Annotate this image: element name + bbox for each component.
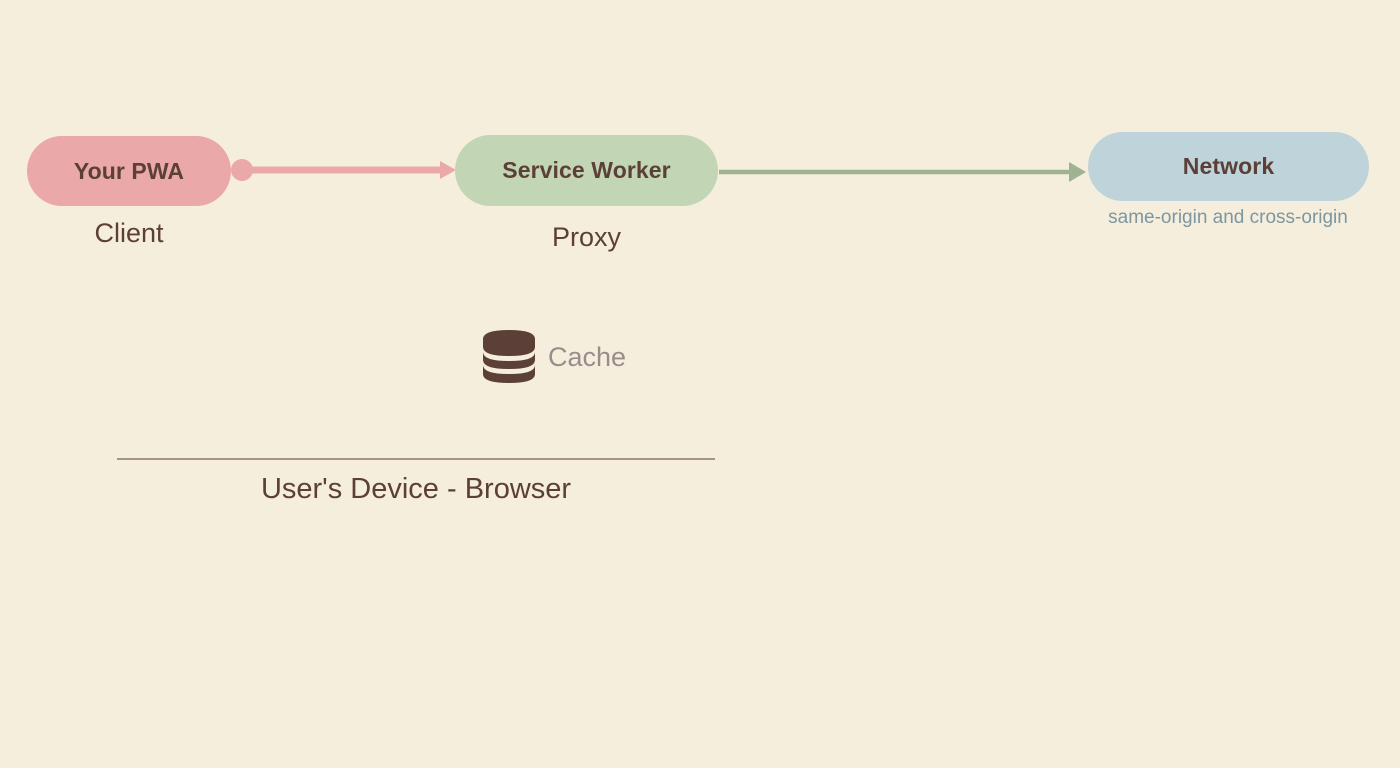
device-boundary-label: User's Device - Browser xyxy=(260,473,572,505)
database-cylinder-icon xyxy=(483,330,535,383)
node-your-pwa[interactable]: Your PWA xyxy=(27,136,231,206)
cache-storage-group[interactable]: Cache xyxy=(483,330,626,384)
edge-service-worker-to-network xyxy=(719,162,1086,182)
edge-start-dot-icon xyxy=(231,159,253,181)
arrowhead-icon xyxy=(1069,162,1086,182)
arrowhead-icon xyxy=(440,161,456,179)
node-service-worker[interactable]: Service Worker xyxy=(455,135,718,206)
edge-pwa-to-service-worker xyxy=(231,159,456,181)
node-network-label: Network xyxy=(1182,153,1275,179)
caption-proxy: Proxy xyxy=(551,222,622,252)
cache-label: Cache xyxy=(548,341,627,372)
node-service-worker-label: Service Worker xyxy=(502,157,671,183)
device-boundary-divider xyxy=(117,458,715,460)
caption-client: Client xyxy=(94,218,164,248)
node-network[interactable]: Network xyxy=(1088,132,1369,201)
node-your-pwa-label: Your PWA xyxy=(73,157,185,184)
caption-network-origins: same-origin and cross-origin xyxy=(1108,207,1348,228)
